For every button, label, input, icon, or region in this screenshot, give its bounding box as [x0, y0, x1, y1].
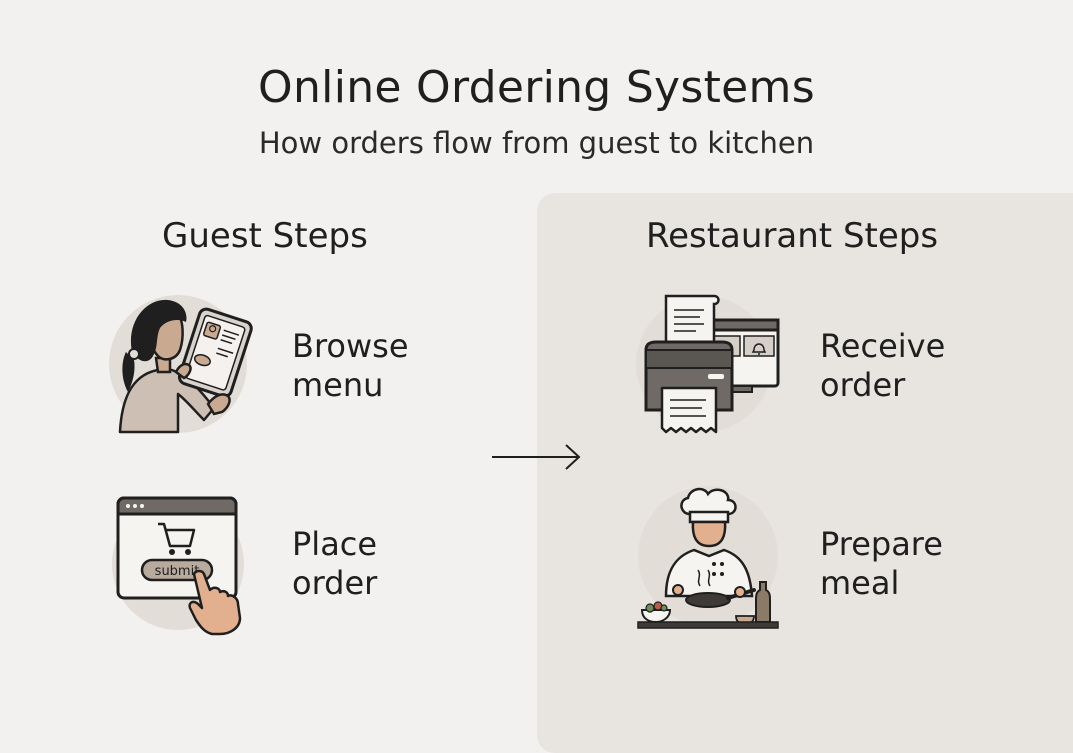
restaurant-steps-heading: Restaurant Steps: [646, 216, 939, 256]
chef-cooking-icon: [636, 486, 786, 640]
step-label-line: Receive: [820, 327, 946, 365]
step-label-line: meal: [820, 564, 900, 602]
guest-step-browse-menu: Browse menu: [292, 327, 492, 405]
step-label-line: Browse: [292, 327, 409, 365]
restaurant-panel: [537, 193, 1073, 753]
page-title: Online Ordering Systems: [258, 62, 815, 113]
restaurant-step-receive-order: Receive order: [820, 327, 1020, 405]
step-label-line: menu: [292, 366, 384, 404]
browser-cart-submit-icon: submit: [106, 490, 256, 644]
step-label-line: order: [292, 564, 378, 602]
submit-button-label: submit: [155, 564, 200, 579]
restaurant-step-prepare-meal: Prepare meal: [820, 525, 1020, 603]
guest-step-place-order: Place order: [292, 525, 492, 603]
printer-monitor-icon: [636, 292, 786, 446]
step-label-line: Prepare: [820, 525, 943, 563]
step-label-line: Place: [292, 525, 378, 563]
guest-steps-heading: Guest Steps: [162, 216, 368, 256]
flow-arrow-icon: [490, 440, 585, 478]
person-tablet-icon: [106, 292, 256, 441]
page-subtitle: How orders flow from guest to kitchen: [258, 126, 815, 160]
step-label-line: order: [820, 366, 906, 404]
